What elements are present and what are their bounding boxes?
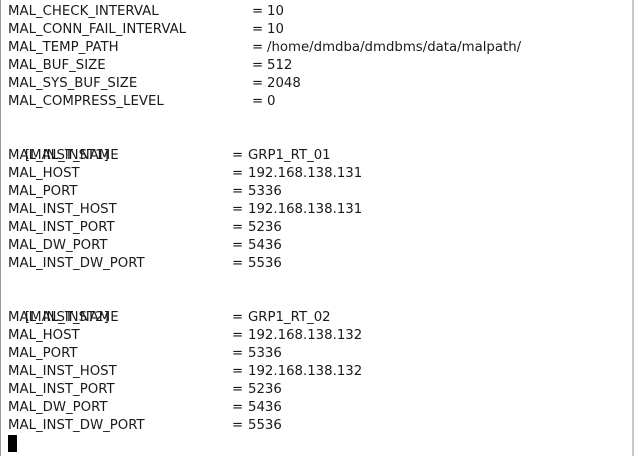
- config-value: /home/dmdba/dmdbms/data/malpath/: [267, 40, 522, 55]
- config-equals: =: [232, 310, 244, 325]
- config-key: MAL_INST_HOST: [8, 202, 117, 217]
- config-key: MAL_INST_PORT: [8, 382, 115, 397]
- config-equals: =: [232, 418, 244, 433]
- config-line: MAL_TEMP_PATH = /home/dmdba/dmdbms/data/…: [8, 39, 521, 57]
- config-key: MAL_INST_PORT: [8, 220, 115, 235]
- config-line: MAL_PORT = 5336: [8, 345, 282, 363]
- config-key: MAL_CHECK_INTERVAL: [8, 4, 159, 19]
- section-header: [MAL_INST2]: [8, 291, 109, 325]
- config-equals: =: [232, 256, 244, 271]
- config-equals: =: [252, 4, 264, 19]
- config-key: MAL_INST_HOST: [8, 364, 117, 379]
- config-value: 512: [267, 58, 293, 73]
- config-value: 192.168.138.131: [248, 166, 363, 181]
- text-cursor: [8, 435, 17, 452]
- config-equals: =: [232, 166, 244, 181]
- window-edge: [632, 0, 634, 456]
- config-equals: =: [252, 76, 264, 91]
- config-key: MAL_CONN_FAIL_INTERVAL: [8, 22, 187, 37]
- config-equals: =: [232, 202, 244, 217]
- config-value: 5236: [248, 220, 282, 235]
- config-value: 5536: [248, 418, 282, 433]
- config-line: MAL_INST_DW_PORT = 5536: [8, 417, 282, 435]
- config-key: MAL_DW_PORT: [8, 400, 108, 415]
- config-line: MAL_BUF_SIZE = 512: [8, 57, 292, 75]
- config-equals: =: [232, 346, 244, 361]
- config-key: MAL_PORT: [8, 184, 78, 199]
- config-key: MAL_PORT: [8, 346, 78, 361]
- config-value: 10: [267, 22, 284, 37]
- config-value: 5436: [248, 238, 282, 253]
- config-line: MAL_INST_PORT = 5236: [8, 381, 282, 399]
- config-line: MAL_DW_PORT = 5436: [8, 237, 282, 255]
- config-value: 5336: [248, 184, 282, 199]
- config-line: MAL_INST_HOST = 192.168.138.131: [8, 201, 362, 219]
- config-value: 5436: [248, 400, 282, 415]
- config-equals: =: [252, 40, 264, 55]
- config-equals: =: [232, 148, 244, 163]
- config-line: MAL_INST_PORT = 5236: [8, 219, 282, 237]
- config-value: 5236: [248, 382, 282, 397]
- config-line: MAL_SYS_BUF_SIZE = 2048: [8, 75, 301, 93]
- config-value: 10: [267, 4, 284, 19]
- config-line: MAL_PORT = 5336: [8, 183, 282, 201]
- config-key: MAL_COMPRESS_LEVEL: [8, 94, 164, 109]
- config-line: MAL_INST_DW_PORT = 5536: [8, 255, 282, 273]
- section-header-text: [MAL_INST1]: [24, 148, 109, 163]
- config-line: MAL_HOST = 192.168.138.131: [8, 165, 362, 183]
- config-key: MAL_INST_NAME: [8, 148, 119, 163]
- config-key: MAL_TEMP_PATH: [8, 40, 119, 55]
- config-key: MAL_HOST: [8, 166, 80, 181]
- config-key: MAL_BUF_SIZE: [8, 58, 106, 73]
- config-value: 192.168.138.131: [248, 202, 363, 217]
- config-line: MAL_HOST = 192.168.138.132: [8, 327, 362, 345]
- config-value: 0: [267, 94, 276, 109]
- config-line: MAL_DW_PORT = 5436: [8, 399, 282, 417]
- config-equals: =: [232, 184, 244, 199]
- config-value: GRP1_RT_02: [248, 310, 331, 325]
- config-key: MAL_HOST: [8, 328, 80, 343]
- config-line: MAL_CHECK_INTERVAL = 10: [8, 3, 284, 21]
- config-key: MAL_INST_DW_PORT: [8, 418, 145, 433]
- config-value: GRP1_RT_01: [248, 148, 331, 163]
- config-equals: =: [232, 328, 244, 343]
- config-key: MAL_INST_NAME: [8, 310, 119, 325]
- config-key: MAL_SYS_BUF_SIZE: [8, 76, 138, 91]
- config-equals: =: [252, 58, 264, 73]
- config-line: MAL_COMPRESS_LEVEL = 0: [8, 93, 275, 111]
- config-equals: =: [232, 220, 244, 235]
- config-equals: =: [252, 22, 264, 37]
- config-equals: =: [232, 382, 244, 397]
- config-line: MAL_INST_NAME = GRP1_RT_02: [8, 309, 331, 327]
- config-equals: =: [232, 364, 244, 379]
- config-value: 192.168.138.132: [248, 328, 363, 343]
- config-value: 5336: [248, 346, 282, 361]
- config-line: MAL_CONN_FAIL_INTERVAL = 10: [8, 21, 284, 39]
- config-line: MAL_INST_HOST = 192.168.138.132: [8, 363, 362, 381]
- config-line: MAL_INST_NAME = GRP1_RT_01: [8, 147, 331, 165]
- section-header: [MAL_INST1]: [8, 129, 109, 163]
- section-header-text: [MAL_INST2]: [24, 310, 109, 325]
- config-value: 5536: [248, 256, 282, 271]
- config-equals: =: [232, 400, 244, 415]
- config-key: MAL_DW_PORT: [8, 238, 108, 253]
- config-equals: =: [232, 238, 244, 253]
- config-value: 2048: [267, 76, 301, 91]
- config-key: MAL_INST_DW_PORT: [8, 256, 145, 271]
- config-value: 192.168.138.132: [248, 364, 363, 379]
- config-equals: =: [252, 94, 264, 109]
